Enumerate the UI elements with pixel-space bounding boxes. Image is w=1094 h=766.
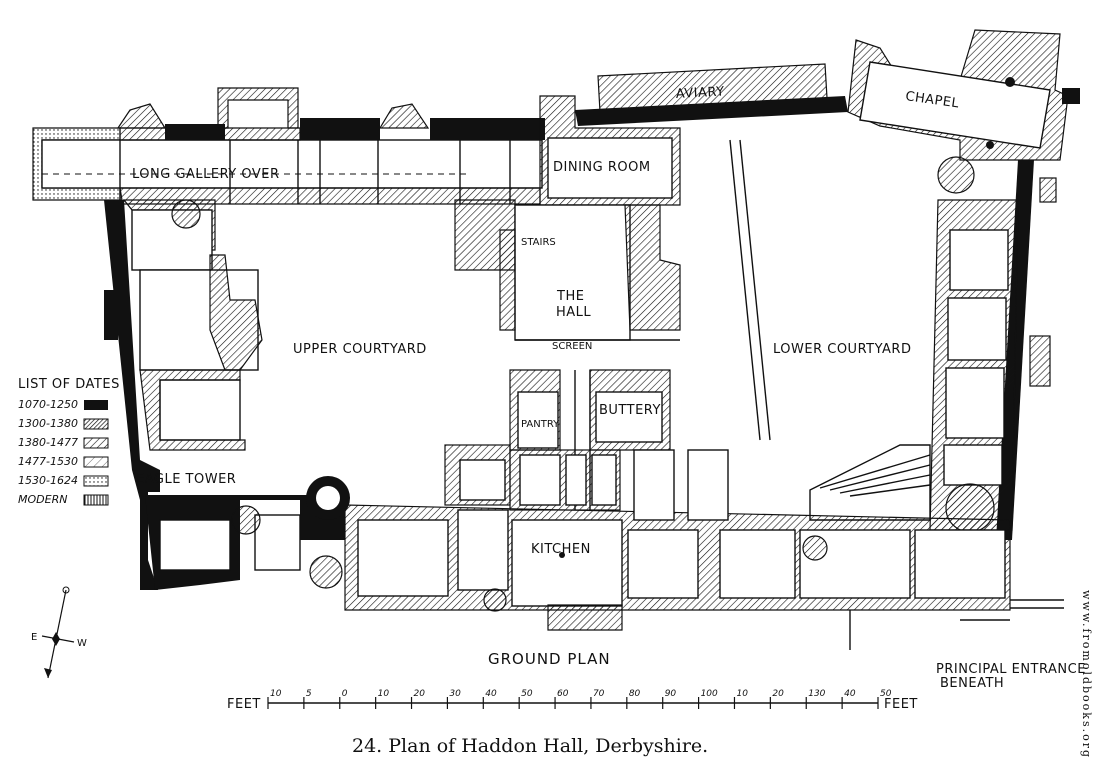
compass-east: E <box>31 632 37 643</box>
pantry-label: PANTRY <box>521 419 560 430</box>
scale-tick-label: 20 <box>414 689 426 699</box>
dining-room-label: DINING ROOM <box>553 160 651 175</box>
legend-swatch-2 <box>83 418 109 430</box>
lower-courtyard-label: LOWER COURTYARD <box>773 342 911 357</box>
long-gallery-label: LONG GALLERY OVER <box>132 167 280 182</box>
scale-tick-label: 50 <box>521 689 533 699</box>
aviary-chapel <box>575 29 1080 194</box>
principal-entrance-label-2: BENEATH <box>940 676 1004 691</box>
date-legend: LIST OF DATES 1070-1250 1300-1380 1380-1… <box>18 377 120 506</box>
scale-tick-label: 50 <box>880 689 892 699</box>
lower-courtyard-steps <box>729 139 931 521</box>
legend-swatch-5 <box>83 475 109 487</box>
east-range <box>929 160 1057 540</box>
compass-west: W <box>77 638 87 649</box>
scale-tick-label: 70 <box>593 689 605 699</box>
legend-label-6: MODERN <box>18 493 67 506</box>
legend-label-3: 1380-1477 <box>18 436 78 449</box>
principal-entrance-label-1: PRINCIPAL ENTRANCE <box>936 662 1086 677</box>
scale-tick-label: 10 <box>270 689 282 699</box>
scale-tick-label: 60 <box>557 689 569 699</box>
side-watermark-text: www.fromoldbooks.org <box>1080 590 1093 759</box>
scale-tick-label: 5 <box>306 689 312 699</box>
scale-tick-label: 20 <box>772 689 784 699</box>
scale-tick-label: 100 <box>701 689 718 699</box>
scale-tick-label: 40 <box>485 689 497 699</box>
legend-label-5: 1530-1624 <box>18 474 78 487</box>
legend-label-4: 1477-1530 <box>18 455 78 468</box>
west-range <box>104 199 263 590</box>
hall-block <box>454 95 681 510</box>
scale-tick-label: 0 <box>342 689 348 699</box>
compass-rose: E W <box>31 586 87 679</box>
scale-tick-label: 10 <box>378 689 390 699</box>
legend-label-2: 1300-1380 <box>18 417 78 430</box>
aviary-label: AVIARY <box>675 84 725 102</box>
the-hall-label-1: THE <box>556 289 584 304</box>
legend-swatch-4 <box>83 456 109 468</box>
upper-courtyard-label: UPPER COURTYARD <box>293 342 427 357</box>
eagle-tower-label: EAGLE TOWER <box>136 472 236 487</box>
scale-tick-label: 90 <box>665 689 677 699</box>
stairs-label: STAIRS <box>521 237 556 248</box>
scale-tick-label: 30 <box>449 689 461 699</box>
scale-unit-right: FEET <box>884 697 918 712</box>
legend-label-1: 1070-1250 <box>18 398 78 411</box>
legend-swatch-1 <box>84 400 108 410</box>
scale-tick-label: 40 <box>844 689 856 699</box>
kitchen-label: KITCHEN <box>531 542 591 557</box>
scale-tick-label: 10 <box>736 689 748 699</box>
chapel-label: CHAPEL <box>904 89 960 111</box>
legend-swatch-3 <box>83 437 109 449</box>
scale-tick-label: 80 <box>629 689 641 699</box>
screen-label: SCREEN <box>552 341 592 352</box>
scale-tick-label: 130 <box>808 689 825 699</box>
scale-unit-left: FEET <box>227 697 261 712</box>
legend-title: LIST OF DATES <box>18 377 120 392</box>
caption: 24. Plan of Haddon Hall, Derbyshire. <box>352 735 708 757</box>
north-range <box>32 87 545 205</box>
the-hall-label-2: HALL <box>556 305 591 320</box>
legend-swatch-6 <box>83 494 109 506</box>
buttery-label: BUTTERY <box>599 403 661 418</box>
south-range <box>145 444 1064 650</box>
ground-plan-title: GROUND PLAN <box>488 650 611 668</box>
